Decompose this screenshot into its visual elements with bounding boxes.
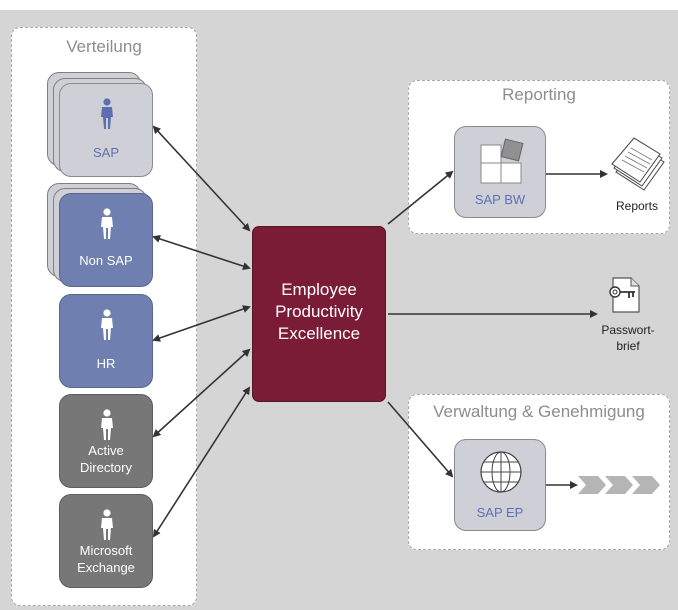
center-label: Employee Productivity Excellence <box>275 280 363 343</box>
person-icon <box>101 98 113 129</box>
arrow-sap-center <box>152 125 251 232</box>
person-icon <box>101 409 113 440</box>
sap-ep-label: SAP EP <box>476 505 524 520</box>
source-label-hr: HR <box>96 356 116 371</box>
source-node-hr: HR <box>59 294 153 388</box>
source-label-non-sap: Non SAP <box>79 253 133 268</box>
employee-productivity-excellence-box: Employee Productivity Excellence <box>252 226 386 402</box>
source-label-microsoft-exchange: Microsoft Exchange <box>77 543 135 575</box>
source-node-active-directory: Active Directory <box>59 394 153 488</box>
key-document-icon <box>609 277 640 313</box>
reports-document-icon <box>611 137 665 191</box>
arrow-nonsap-center <box>152 235 251 270</box>
arrow-center-sapep <box>387 401 454 478</box>
arrow-hr-center <box>152 305 251 342</box>
reporting-title: Reporting <box>502 85 576 104</box>
source-label-sap: SAP <box>92 145 119 160</box>
admin-title: Verwaltung & Genehmigung <box>433 402 645 421</box>
sap-bw-label: SAP BW <box>474 192 526 207</box>
passwort-brief-label: Passwort- brief <box>601 323 655 353</box>
person-icon <box>101 509 113 540</box>
arrow-ad-center <box>152 348 251 438</box>
cube-icon <box>480 138 524 184</box>
source-node-microsoft-exchange: Microsoft Exchange <box>59 494 153 588</box>
source-node-non-sap: Non SAP <box>59 193 153 287</box>
sap-ep-node: SAP EP <box>454 439 546 531</box>
arrow-exchange-center <box>152 386 251 538</box>
sap-bw-node: SAP BW <box>454 126 546 218</box>
globe-icon <box>480 451 522 493</box>
person-icon <box>101 309 113 340</box>
process-chevrons-icon <box>578 476 660 494</box>
arrow-center-sapbw <box>387 170 454 225</box>
person-icon <box>101 208 113 239</box>
source-label-active-directory: Active Directory <box>79 443 132 475</box>
reports-label: Reports <box>615 199 659 213</box>
source-node-sap: SAP <box>59 83 153 177</box>
distribution-title: Verteilung <box>66 37 142 56</box>
